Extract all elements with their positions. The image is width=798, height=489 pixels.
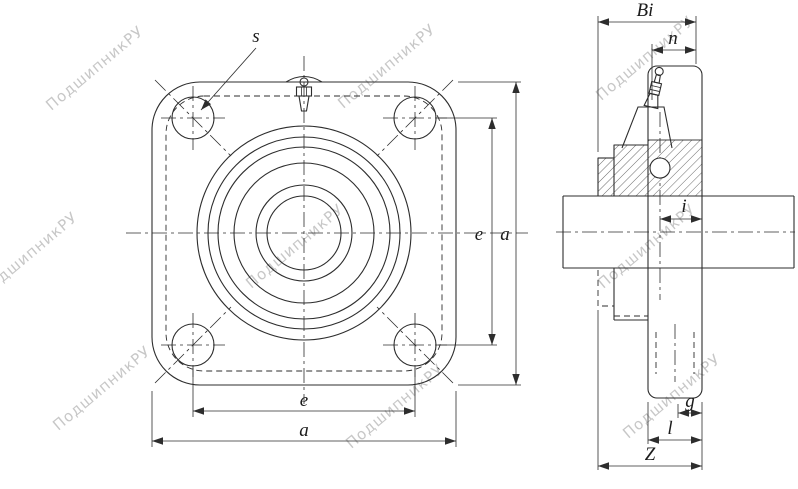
dim-n: n xyxy=(651,28,696,100)
bearing-circles xyxy=(196,125,412,341)
bolt-hole-crosshairs xyxy=(161,86,447,377)
dim-label-e: e xyxy=(300,390,308,411)
bolt-holes xyxy=(161,86,447,377)
dim-label-e: e xyxy=(475,224,483,245)
bearing-ball xyxy=(649,157,671,179)
fitting-ball xyxy=(654,66,664,76)
fitting-boss xyxy=(285,75,323,83)
dim-e-vertical: e xyxy=(438,117,497,346)
dim-label-s: s xyxy=(252,26,259,47)
section-hatch xyxy=(597,139,703,197)
dim-label-a: a xyxy=(500,224,510,245)
flange-plate xyxy=(647,65,703,399)
raceway-circle xyxy=(233,162,375,304)
fitting-stem xyxy=(298,95,310,112)
watermark: ПодшипникРУ xyxy=(592,12,697,104)
dim-a-horizontal: a xyxy=(151,391,457,447)
watermark: ПодшипникРУ xyxy=(42,22,147,114)
dim-a-vertical: a xyxy=(458,81,521,386)
bore-circle xyxy=(266,195,342,271)
dim-label-bi: Bi xyxy=(637,0,654,21)
outer-ring-circle xyxy=(217,146,391,320)
housing-boss-circle xyxy=(196,125,412,341)
watermark: ПодшипникРУ xyxy=(0,208,81,300)
dim-label-a: a xyxy=(299,420,309,441)
side-view: Bi n i g l Z xyxy=(556,0,795,470)
dim-label-g: g xyxy=(685,391,695,412)
watermark: ПодшипникРУ xyxy=(49,342,154,434)
front-view: s e a e a xyxy=(126,26,528,447)
fitting-ball xyxy=(299,77,309,87)
dim-e-horizontal: e xyxy=(192,368,416,417)
dim-i: i xyxy=(660,196,702,223)
grease-fitting-side xyxy=(621,66,673,149)
flange-outline xyxy=(151,81,457,386)
dim-label-z: Z xyxy=(645,444,656,465)
dim-z: Z xyxy=(597,310,703,470)
dim-l: l xyxy=(647,402,702,444)
dim-label-i: i xyxy=(681,196,686,217)
grease-fitting-front xyxy=(285,75,323,112)
dim-s: s xyxy=(200,26,260,111)
dim-bi: Bi xyxy=(597,0,697,152)
watermark: ПодшипникРУ xyxy=(342,360,447,452)
dim-g: g xyxy=(677,391,702,418)
housing-circle xyxy=(207,136,401,330)
dim-label-l: l xyxy=(667,418,672,439)
inner-ring-circle xyxy=(255,184,353,282)
dim-label-n: n xyxy=(668,28,678,49)
hidden-lower xyxy=(597,267,695,382)
